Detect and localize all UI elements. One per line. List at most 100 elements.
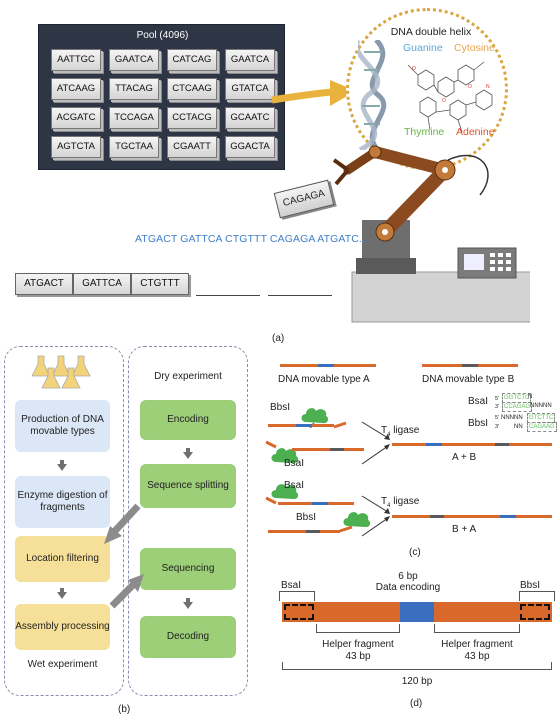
product-ba-a-insert [500,515,516,518]
enzyme-cloud-3 [271,484,299,500]
svg-text:O: O [442,98,446,104]
site-bsai-label: BsaI [468,396,489,407]
enzyme-cloud-4 [343,512,371,528]
pool-block: ATCAAG [51,78,101,100]
panel-d-label: (d) [410,698,423,709]
robotic-arm-illustration [332,145,530,323]
step-encoding: Encoding [140,400,236,440]
step-production: Production of DNA movable types [15,400,110,452]
step-splitting: Sequence splitting [140,464,236,508]
empty-slot-1 [196,295,260,296]
dry-experiment-title: Dry experiment [154,371,222,382]
site-bbsi-label: BbsI [468,418,489,429]
site-bbsi-3prime: 3' [495,424,500,430]
arrow-down-3 [183,448,193,459]
enzyme-bsai-d: BsaI [281,580,302,591]
assembled-block-2: GATTCA [73,273,131,295]
pool-block: GTATCA [225,78,275,100]
bbsi-site-box [520,604,550,620]
product-b-plus-a [392,515,552,518]
product-ab-a-insert [426,443,442,446]
thymine-label: Thymine [404,126,445,138]
cut-fragment-1 [333,421,347,429]
pool-block: TCCAGA [109,107,159,129]
bsai-site-box [284,604,314,620]
helper-left-bracket [316,624,400,633]
svg-text:O: O [412,66,416,72]
pool-block: GCAATC [225,107,275,129]
reaction2-b-insert [306,530,320,533]
step-location-filtering: Location filtering [15,536,110,582]
empty-slot-2 [268,295,332,296]
panel-c-label: (c) [409,547,421,558]
pool-block: CATCAG [167,49,217,71]
held-block: CAGAGA [273,179,335,219]
panel-a-label: (a) [272,333,285,344]
data-encoding-label: Data encoding [375,582,441,593]
step-sequencing: Sequencing [140,548,236,590]
site-bbsi-nnnnn: NNNNN [501,415,523,421]
pool-block: TTACAG [109,78,159,100]
type-a-insert [318,364,334,367]
enzyme-bsai-2: BsaI [284,480,305,491]
ligation-arrows-2 [361,495,390,537]
assembled-block-1: ATGACT [15,273,73,295]
helix-title: DNA double helix [390,26,472,38]
site-bsai-3prime: 3' [495,404,500,410]
pool-block: TGCTAA [109,136,159,158]
panel-b-label: (b) [118,704,131,715]
reaction1-a-insert [296,424,312,427]
site-bsai-bottom: CCAGAG [502,402,533,412]
svg-text:N: N [486,84,490,90]
pool-block: GGACTA [225,136,275,158]
sequence-line: ATGACT GATTCA CTGTTT CAGAGA ATGATC... [135,233,368,245]
pool-block: GAATCA [225,49,275,71]
helper-right-bp: 43 bp [464,651,490,662]
reaction2-strand-b [268,530,340,533]
ligation-arrows-1 [361,421,390,465]
site-bbsi-bottom: CAGAAG [527,422,557,432]
bbsi-bracket [519,591,555,601]
step-digestion: Enzyme digestion of fragments [15,476,110,528]
pool-title: Pool (4096) [136,30,189,41]
cut-fragment-4 [339,525,353,533]
product-ab-b-insert [495,443,509,446]
pool-block: CGAATT [167,136,217,158]
arrow-down-2 [57,588,67,599]
site-bbsi-5prime: 5' [495,415,500,421]
product-ab-label: A + B [452,452,477,463]
helper-right-bracket [434,624,520,633]
type-a-label: DNA movable type A [278,374,370,385]
product-ba-label: B + A [452,524,477,535]
reaction1-b-insert [330,448,344,451]
ligase-1: T4 ligase [381,425,420,438]
pool-block: ACGATC [51,107,101,129]
type-b-label: DNA movable type B [422,374,515,385]
enzyme-bbsi-2: BbsI [296,512,317,523]
data-encoding-segment [400,602,434,622]
arrow-down-1 [57,460,67,471]
helper-right-label: Helper fragment [441,639,513,650]
pool-block: AATTGC [51,49,101,71]
total-bp: 120 bp [401,676,433,687]
type-b-insert [462,364,478,367]
site-bsai-n: N [528,394,533,400]
product-ba-b-insert [430,515,444,518]
site-bsai-nnnnn: NNNNN [530,403,552,409]
helper-left-bp: 43 bp [345,651,371,662]
pool-block: CCTACG [167,107,217,129]
site-bsai-5prime: 5' [495,396,500,402]
bsai-bracket [279,591,315,601]
cut-fragment-2 [265,440,277,449]
pool-to-helix-arrow [271,80,356,106]
svg-text:O: O [468,84,472,90]
enzyme-bbsi-d: BbsI [520,580,541,591]
step-decoding: Decoding [140,616,236,658]
adenine-label: Adenine [456,126,495,138]
reaction2-a-insert [312,502,328,505]
cut-fragment-3 [265,496,277,505]
step-assembly: Assembly processing [15,604,110,650]
enzyme-cloud-2 [271,448,299,464]
wet-experiment-label: Wet experiment [27,659,98,670]
